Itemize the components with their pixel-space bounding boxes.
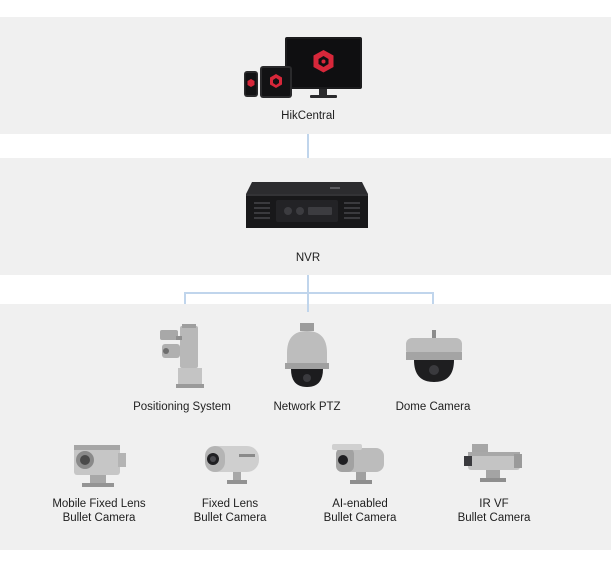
camera-label-mobile-bullet: Mobile Fixed Lens Bullet Camera xyxy=(52,498,146,524)
irvf-bullet-camera-icon xyxy=(464,444,522,482)
mobile-bullet-camera-icon xyxy=(74,445,126,487)
connector-branch-left xyxy=(184,292,186,304)
connector-branch-right xyxy=(432,292,434,304)
nvr-label: NVR xyxy=(295,252,321,264)
tablet-icon xyxy=(260,66,292,98)
camera-label-ai-bullet: AI-enabled Bullet Camera xyxy=(323,498,397,524)
camera-label-ptz: Network PTZ xyxy=(273,401,341,413)
camera-label-dome: Dome Camera xyxy=(395,401,471,413)
ptz-camera-icon xyxy=(285,323,329,387)
connector-management-recorder xyxy=(307,134,309,158)
dome-camera-icon xyxy=(406,330,462,382)
nvr-icon xyxy=(246,182,368,228)
ai-bullet-camera-icon xyxy=(332,444,384,484)
connector-branch-center xyxy=(307,304,309,312)
hikcentral-logo-icon xyxy=(313,50,334,73)
positioning-system-icon xyxy=(160,324,204,388)
hikcentral-devices xyxy=(244,37,362,98)
camera-label-fixed-bullet: Fixed Lens Bullet Camera xyxy=(193,498,267,524)
camera-label-irvf-bullet: IR VF Bullet Camera xyxy=(457,498,531,524)
connector-branch-horizontal xyxy=(185,292,434,294)
hikcentral-label: HikCentral xyxy=(281,110,335,122)
fixed-bullet-camera-icon xyxy=(205,446,259,484)
connector-recorder-down xyxy=(307,275,309,304)
camera-label-positioning: Positioning System xyxy=(133,401,231,413)
phone-icon xyxy=(244,71,258,97)
